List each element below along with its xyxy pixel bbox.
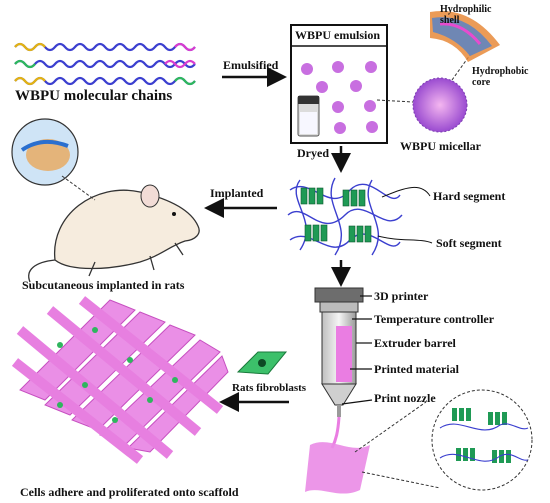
emulsified-label: Emulsified	[223, 58, 279, 72]
micellar-label: WBPU micellar	[400, 139, 481, 153]
molecular-chains-label: WBPU molecular chains	[15, 88, 173, 104]
extruder-barrel-label: Extruder barrel	[374, 336, 456, 350]
fibroblast-icon	[236, 351, 288, 375]
printer-label: 3D printer	[374, 289, 429, 303]
soft-segment-label: Soft segment	[436, 236, 502, 250]
temp-controller-label: Temperature controller	[374, 312, 495, 326]
rat-illustration	[11, 118, 200, 283]
micelle-icon	[376, 10, 500, 133]
molecular-chains-icon	[14, 42, 196, 86]
cells-adhere-label: Cells adhere and proliferated onto scaff…	[20, 485, 239, 499]
subcutaneous-label: Subcutaneous implanted in rats	[22, 278, 185, 292]
print-nozzle-label: Print nozzle	[374, 391, 436, 405]
hydrophobic-core-label: Hydrophobic core	[472, 66, 529, 88]
dryed-label: Dryed	[297, 146, 329, 160]
hard-segment-label: Hard segment	[433, 189, 506, 203]
emulsion-title: WBPU emulsion	[295, 28, 381, 42]
polymer-network-icon	[287, 177, 433, 256]
implanted-label: Implanted	[210, 186, 264, 200]
fibroblasts-label: Rats fibroblasts	[232, 382, 307, 394]
emulsion-box	[290, 24, 388, 144]
syringe-printer-icon	[305, 287, 533, 494]
hydrophilic-shell-label: Hydrophilic shell	[440, 4, 492, 26]
printed-material-label: Printed material	[374, 362, 459, 376]
scaffold-illustration	[11, 296, 229, 464]
